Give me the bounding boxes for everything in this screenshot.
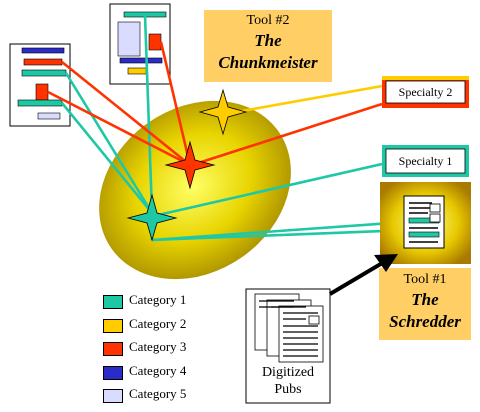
legend-swatch-category4: [103, 365, 123, 380]
legend-label: Category 3: [129, 339, 187, 354]
specialty2-label: Specialty 2: [398, 85, 453, 99]
legend: Category 1 Category 2 Category 3 Categor…: [103, 290, 253, 408]
legend-label: Category 2: [129, 315, 187, 331]
schredder-box: [380, 182, 471, 264]
legend-swatch-category5: [103, 389, 123, 403]
category1-star: [126, 193, 178, 242]
tool1-number: Tool #1: [403, 272, 447, 287]
legend-item: Category 5: [103, 384, 253, 408]
digitized-pubs-box: [245, 288, 331, 404]
category2-star: [198, 88, 248, 136]
legend-item: Category 1: [103, 290, 253, 314]
tool2-box: [204, 10, 332, 82]
specialty2-box: [382, 76, 469, 108]
legend-swatch-category2: [103, 318, 123, 333]
document-top: [109, 3, 171, 85]
legend-item: Category 4: [103, 361, 253, 385]
tool2-name-line2: Chunkmeister: [218, 53, 318, 72]
legend-swatch-category1: [103, 295, 123, 309]
legend-label: Category 5: [129, 386, 187, 401]
tool1-label-block: Tool #1 The Schredder: [379, 271, 471, 333]
legend-swatch-category3: [103, 342, 123, 356]
legend-item: Category 2: [103, 314, 253, 338]
tool2-label-block: Tool #2 The Chunkmeister: [204, 12, 332, 74]
pubs-label-line1: Digitized: [261, 365, 315, 380]
tool1-box: [379, 268, 471, 340]
specialty1-label: Specialty 1: [398, 154, 453, 168]
legend-label: Category 1: [129, 292, 187, 307]
category3-star: [164, 140, 216, 190]
pubs-label-line2: Pubs: [274, 382, 302, 397]
tool2-number: Tool #2: [246, 13, 290, 28]
arrow-to-schredder: [328, 254, 398, 296]
pubs-label-block: Digitized Pubs: [246, 364, 330, 398]
tool2-name-line1: The: [254, 31, 282, 50]
document-left: [9, 43, 71, 127]
tool1-name-line1: The: [411, 290, 439, 309]
specialty1-box: [382, 145, 469, 177]
tool1-name-line2: Schredder: [389, 312, 461, 331]
legend-item: Category 3: [103, 337, 253, 361]
legend-label: Category 4: [129, 362, 187, 378]
